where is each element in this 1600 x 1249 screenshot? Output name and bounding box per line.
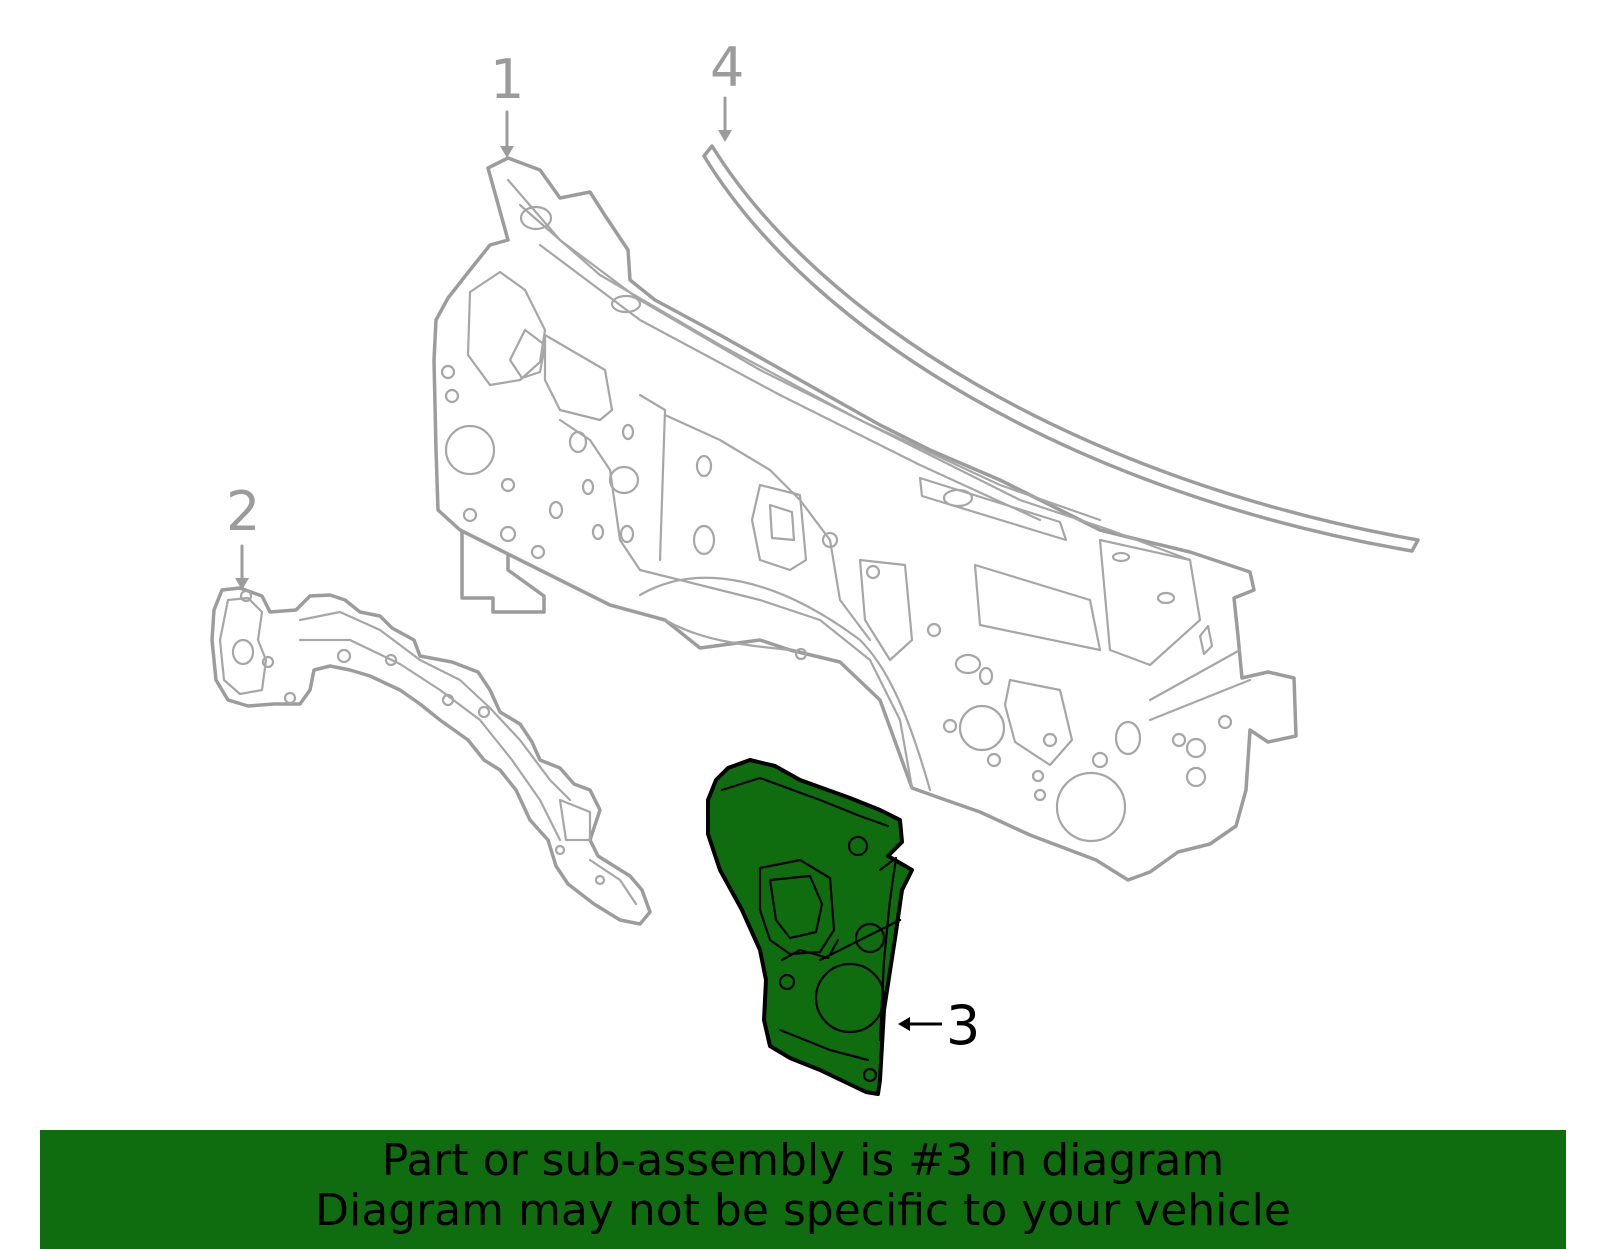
callout-2-label: 2: [226, 480, 260, 543]
info-banner: Part or sub-assembly is #3 in diagram Di…: [40, 1130, 1566, 1249]
callout-1: 1: [490, 48, 524, 158]
callout-2: 2: [226, 480, 260, 590]
callout-4-label: 4: [710, 36, 744, 99]
banner-line-1: Part or sub-assembly is #3 in diagram: [381, 1135, 1225, 1186]
part-1-dash-panel: [432, 156, 1298, 882]
callout-1-label: 1: [490, 48, 524, 111]
callout-4: 4: [710, 36, 744, 142]
callout-4-arrowhead: [718, 130, 732, 142]
part-4-seal-strip: [702, 144, 1420, 553]
callout-1-arrowhead: [500, 146, 514, 158]
parts-diagram: 1 4 2 3: [210, 36, 1420, 1096]
callout-3-label: 3: [946, 994, 980, 1057]
callout-3-arrowhead: [898, 1017, 910, 1031]
part-3-insulator-highlighted: [706, 758, 914, 1096]
callout-3: 3: [898, 994, 980, 1057]
callout-2-arrowhead: [235, 578, 249, 590]
part-2-reinforcement: [210, 586, 652, 926]
banner-line-2: Diagram may not be specific to your vehi…: [315, 1185, 1291, 1236]
